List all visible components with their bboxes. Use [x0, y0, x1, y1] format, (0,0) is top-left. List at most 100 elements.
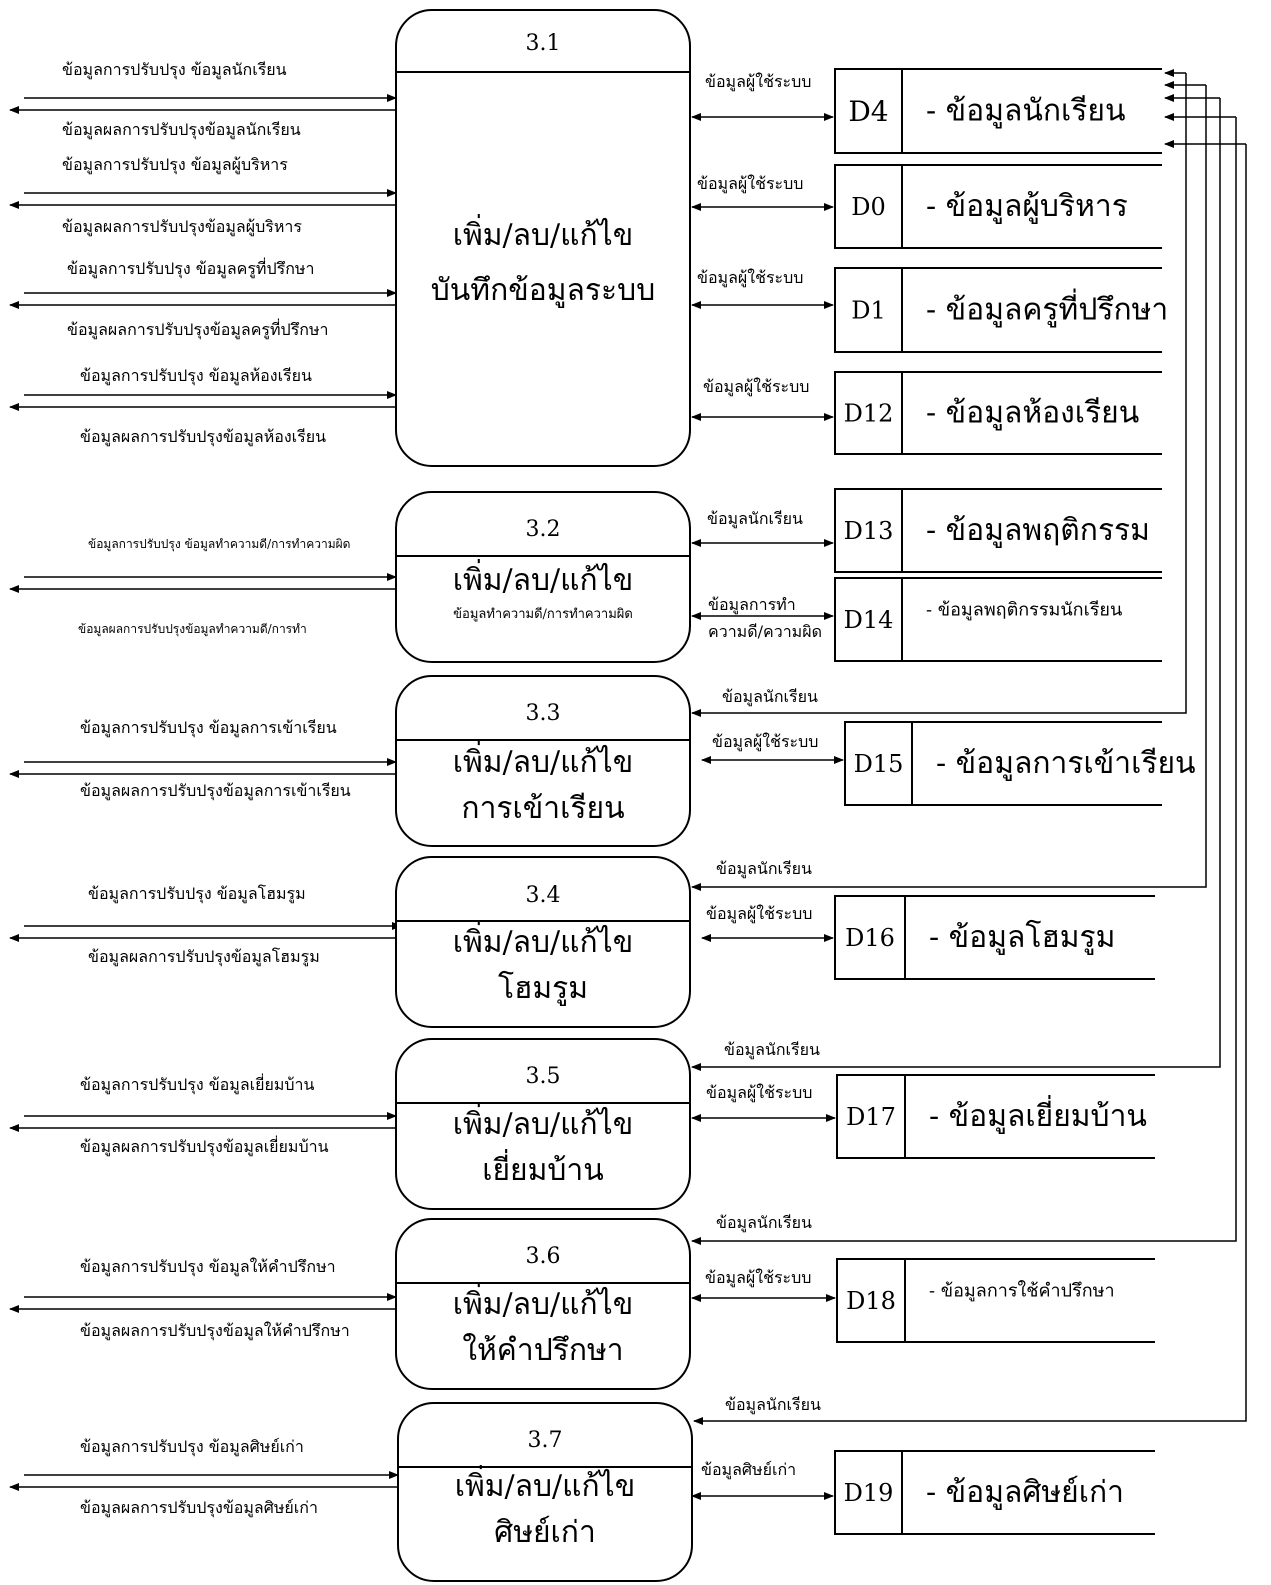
process-3.4-title-1: เพิ่ม/ลบ/แก้ไข — [453, 921, 634, 960]
store-D0-name: - ข้อมูลผู้บริหาร — [926, 189, 1128, 224]
return-flow-5-arrow — [693, 144, 1247, 1425]
store-flow-6-label: ความดี/ความผิด — [708, 622, 822, 641]
process-3.1-title-2: บันทึกข้อมูลระบบ — [431, 273, 656, 308]
store-D1-id: D1 — [851, 296, 886, 324]
process-3.4-box — [395, 856, 691, 1028]
output-flow-7-label: ข้อมูลผลการปรับปรุงข้อมูลโฮมรูม — [88, 947, 320, 967]
output-flow-10-label: ข้อมูลผลการปรับปรุงข้อมูลศิษย์เก่า — [80, 1498, 318, 1518]
store-D12-name: - ข้อมูลห้องเรียน — [926, 396, 1139, 431]
output-flow-3-label: ข้อมูลผลการปรับปรุงข้อมูลครูที่ปรึกษา — [67, 318, 329, 340]
store-D17-id: D17 — [846, 1103, 896, 1131]
return-flow-1-arrow — [691, 73, 1187, 717]
store-flow-9-label: ข้อมูลผู้ใช้ระบบ — [706, 1083, 812, 1103]
process-3.6-box — [395, 1218, 691, 1390]
process-3.7-id: 3.7 — [528, 1428, 563, 1453]
process-3.5-id: 3.5 — [526, 1064, 561, 1089]
store-flow-2-label: ข้อมูลผู้ใช้ระบบ — [697, 174, 803, 194]
store-D13-id: D13 — [844, 517, 894, 545]
store-D1-name: - ข้อมูลครูที่ปรึกษา — [926, 289, 1168, 328]
store-flow-5-label: ข้อมูลนักเรียน — [707, 509, 803, 529]
store-D17-name: - ข้อมูลเยี่ยมบ้าน — [929, 1095, 1147, 1134]
output-flow-1-label: ข้อมูลผลการปรับปรุงข้อมูลนักเรียน — [62, 120, 301, 140]
store-D18-name: - ข้อมูลการใช้คำปรึกษา — [929, 1279, 1115, 1301]
process-3.6-title-2: ให้คำปรึกษา — [462, 1333, 623, 1368]
output-flow-9-label: ข้อมูลผลการปรับปรุงข้อมูลให้คำปรึกษา — [80, 1321, 350, 1341]
store-flow-8-label: ข้อมูลผู้ใช้ระบบ — [706, 904, 812, 924]
store-D1-box — [834, 267, 1162, 353]
store-D0-id: D0 — [851, 193, 886, 221]
return-flow-4-label: ข้อมูลนักเรียน — [716, 1213, 812, 1233]
store-D18-id: D18 — [846, 1287, 896, 1315]
process-3.7-box — [397, 1402, 693, 1582]
input-flow-9-label: ข้อมูลการปรับปรุง ข้อมูลให้คำปรึกษา — [80, 1257, 336, 1277]
store-D14-box — [834, 577, 1162, 662]
output-flow-6-label: ข้อมูลผลการปรับปรุงข้อมูลการเข้าเรียน — [80, 781, 351, 801]
input-flow-7-label: ข้อมูลการปรับปรุง ข้อมูลโฮมรูม — [88, 884, 306, 904]
process-3.6-title-1: เพิ่ม/ลบ/แก้ไข — [453, 1283, 634, 1322]
store-D4-id: D4 — [848, 95, 888, 128]
return-flow-3-arrow — [691, 98, 1221, 1071]
store-flow-1-label: ข้อมูลผู้ใช้ระบบ — [705, 72, 811, 92]
input-flow-1-label: ข้อมูลการปรับปรุง ข้อมูลนักเรียน — [62, 60, 287, 80]
store-D17-box — [836, 1074, 1155, 1159]
process-3.4-id: 3.4 — [526, 883, 561, 908]
output-flow-8-label: ข้อมูลผลการปรับปรุงข้อมูลเยี่ยมบ้าน — [80, 1135, 329, 1157]
store-D4-box — [834, 68, 1162, 154]
input-flow-10-label: ข้อมูลการปรับปรุง ข้อมูลศิษย์เก่า — [80, 1437, 304, 1457]
process-3.3-box — [395, 675, 691, 847]
store-flow-4-label: ข้อมูลผู้ใช้ระบบ — [703, 377, 809, 397]
store-D4-name: - ข้อมูลนักเรียน — [926, 94, 1125, 129]
process-3.1-box — [395, 9, 691, 467]
process-3.5-box — [395, 1038, 691, 1210]
process-3.1-id: 3.1 — [526, 31, 561, 56]
store-D16-box — [834, 895, 1155, 980]
return-flow-5-label: ข้อมูลนักเรียน — [725, 1395, 821, 1415]
return-flow-2-arrow — [691, 85, 1207, 891]
process-3.2-id: 3.2 — [526, 517, 561, 542]
input-flow-8-label: ข้อมูลการปรับปรุง ข้อมูลเยี่ยมบ้าน — [80, 1073, 315, 1095]
return-flow-2-label: ข้อมูลนักเรียน — [716, 859, 812, 879]
process-3.3-title-1: เพิ่ม/ลบ/แก้ไข — [453, 741, 634, 780]
process-3.3-id: 3.3 — [526, 701, 561, 726]
process-3.2-box — [395, 491, 691, 663]
process-3.7-title-2: ศิษย์เก่า — [494, 1515, 596, 1550]
input-flow-3-label: ข้อมูลการปรับปรุง ข้อมูลครูที่ปรึกษา — [67, 257, 314, 279]
store-D14-id: D14 — [844, 606, 894, 634]
store-flow-11-label: ข้อมูลศิษย์เก่า — [701, 1460, 796, 1480]
process-3.1-title-1: เพิ่ม/ลบ/แก้ไข — [453, 214, 634, 253]
store-D12-id: D12 — [844, 399, 894, 427]
process-3.5-title-1: เพิ่ม/ลบ/แก้ไข — [453, 1103, 634, 1142]
store-flow-6-label: ข้อมูลการทำ — [708, 595, 796, 615]
process-3.5-title-2: เยี่ยมบ้าน — [482, 1149, 604, 1188]
store-D12-box — [834, 371, 1162, 455]
input-flow-6-label: ข้อมูลการปรับปรุง ข้อมูลการเข้าเรียน — [80, 718, 337, 738]
store-D16-id: D16 — [845, 924, 895, 952]
process-3.4-title-2: โฮมรูม — [498, 970, 588, 1006]
process-3.2-title-2: ข้อมูลทำความดี/การทำความผิด — [453, 606, 633, 622]
store-D13-name: - ข้อมูลพฤติกรรม — [926, 513, 1150, 548]
store-D14-name: - ข้อมูลพฤติกรรมนักเรียน — [926, 599, 1122, 620]
process-3.3-title-2: การเข้าเรียน — [461, 791, 624, 826]
return-flow-4-arrow — [691, 117, 1237, 1245]
store-D19-box — [834, 1450, 1155, 1535]
output-flow-5-label: ข้อมูลผลการปรับปรุงข้อมูลทำความดี/การทำ — [78, 622, 307, 637]
process-3.6-id: 3.6 — [526, 1244, 561, 1269]
store-D16-name: - ข้อมูลโฮมรูม — [929, 919, 1115, 955]
store-D13-box — [834, 488, 1162, 573]
store-D15-name: - ข้อมูลการเข้าเรียน — [936, 746, 1196, 781]
store-flow-10-label: ข้อมูลผู้ใช้ระบบ — [705, 1268, 811, 1288]
output-flow-4-label: ข้อมูลผลการปรับปรุงข้อมูลห้องเรียน — [80, 427, 326, 447]
output-flow-2-label: ข้อมูลผลการปรับปรุงข้อมูลผู้บริหาร — [62, 217, 302, 237]
input-flow-4-label: ข้อมูลการปรับปรุง ข้อมูลห้องเรียน — [80, 366, 312, 386]
store-D18-box — [836, 1258, 1155, 1343]
return-flow-3-label: ข้อมูลนักเรียน — [724, 1040, 820, 1060]
store-D15-box — [844, 721, 1162, 806]
store-D19-id: D19 — [844, 1479, 894, 1507]
store-D15-id: D15 — [854, 750, 904, 778]
process-3.2-title-1: เพิ่ม/ลบ/แก้ไข — [453, 559, 634, 598]
return-flow-1-label: ข้อมูลนักเรียน — [722, 687, 818, 707]
input-flow-5-label: ข้อมูลการปรับปรุง ข้อมูลทำความดี/การทำคว… — [88, 537, 350, 552]
store-flow-7-label: ข้อมูลผู้ใช้ระบบ — [712, 732, 818, 752]
store-D19-name: - ข้อมูลศิษย์เก่า — [926, 1475, 1124, 1510]
